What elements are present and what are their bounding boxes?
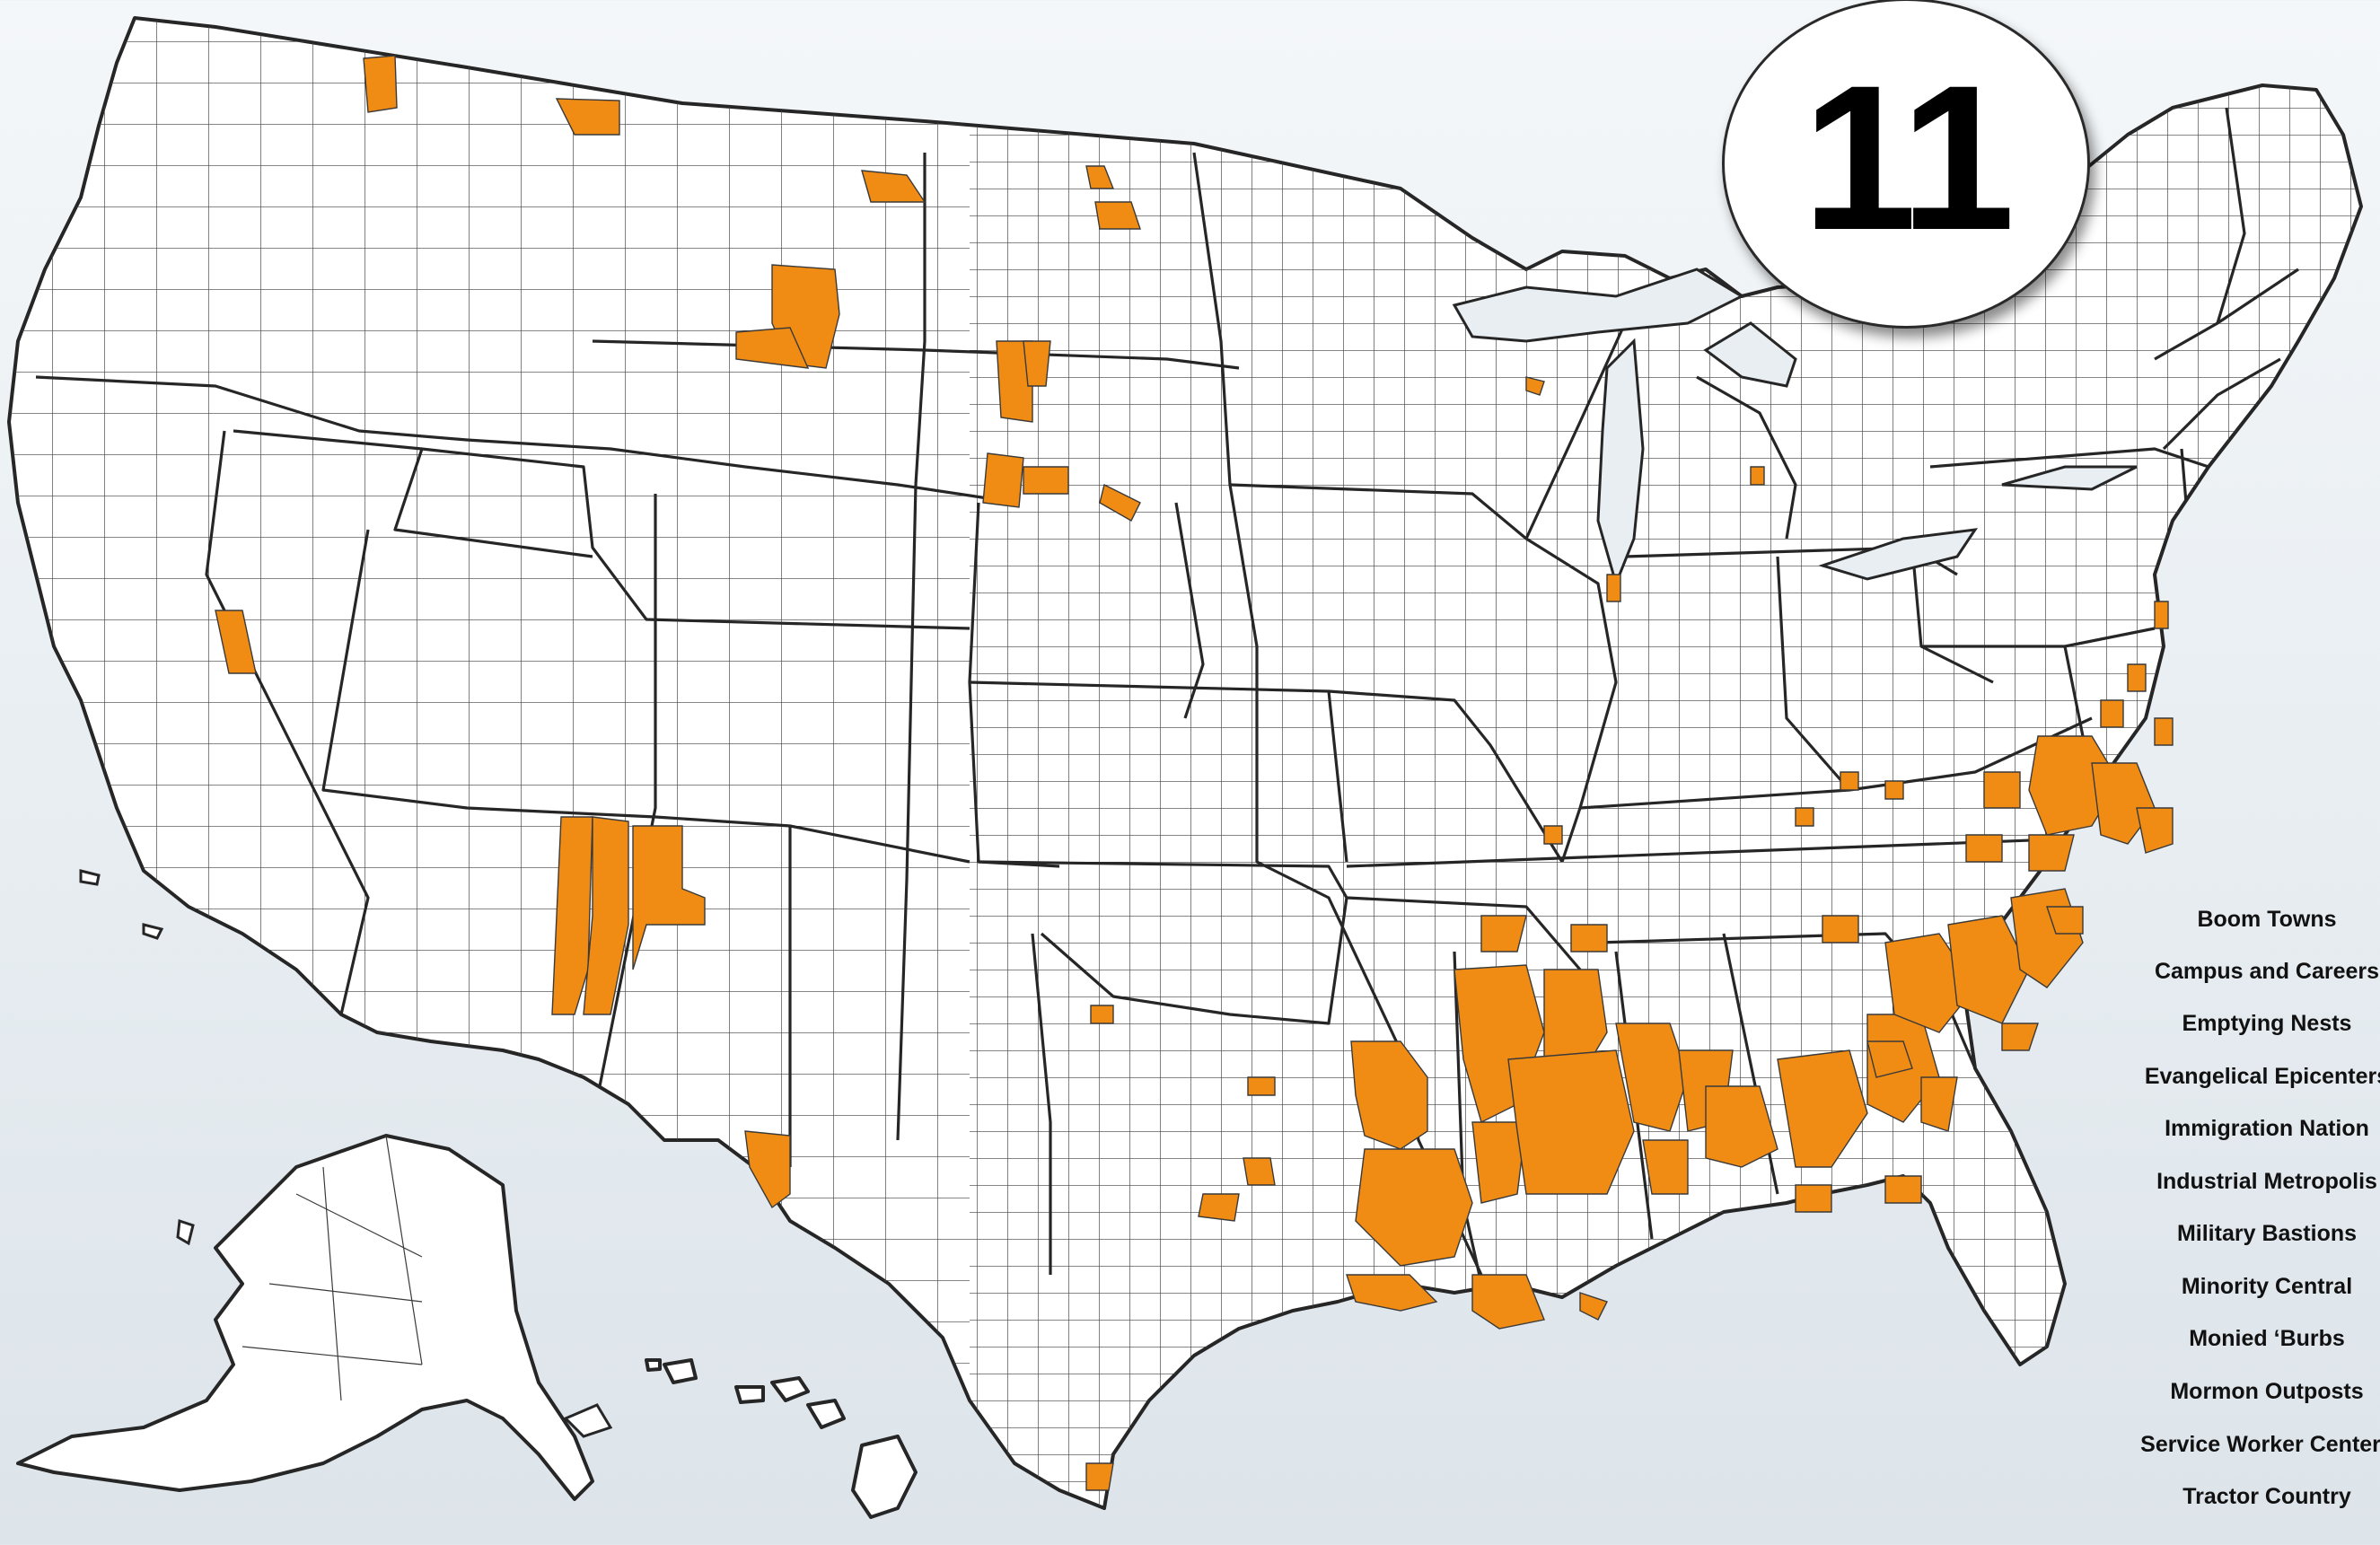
legend-item-monied-burbs[interactable]: Monied ‘Burbs <box>2189 1326 2345 1351</box>
coastal-islands <box>79 869 613 1438</box>
count-badge-number: 11 <box>1802 41 2015 273</box>
legend-item-evangelical-epicenters[interactable]: Evangelical Epicenters <box>2144 1064 2380 1089</box>
legend-item-military-bastions[interactable]: Military Bastions <box>2176 1221 2358 1246</box>
legend-item-mormon-outposts[interactable]: Mormon Outposts <box>2170 1379 2364 1404</box>
legend-item-service-worker-centers[interactable]: Service Worker Centers <box>2140 1432 2380 1457</box>
alaska <box>16 1134 594 1501</box>
legend-item-boom-towns[interactable]: Boom Towns <box>2197 907 2337 932</box>
legend-item-campus-and-careers[interactable]: Campus and Careers <box>2154 959 2380 984</box>
legend-item-industrial-metropolis[interactable]: Industrial Metropolis <box>2156 1169 2377 1194</box>
legend-item-tractor-country[interactable]: Tractor Country <box>2182 1484 2351 1509</box>
legend-item-minority-central[interactable]: Minority Central <box>2181 1274 2353 1299</box>
count-badge: 11 <box>1722 0 2090 329</box>
legend-item-immigration-nation[interactable]: Immigration Nation <box>2165 1116 2369 1141</box>
hawaii <box>645 1358 918 1519</box>
highlighted-counties <box>215 55 2174 1491</box>
great-lakes <box>1452 268 2138 588</box>
legend-item-emptying-nests[interactable]: Emptying Nests <box>2182 1011 2352 1036</box>
